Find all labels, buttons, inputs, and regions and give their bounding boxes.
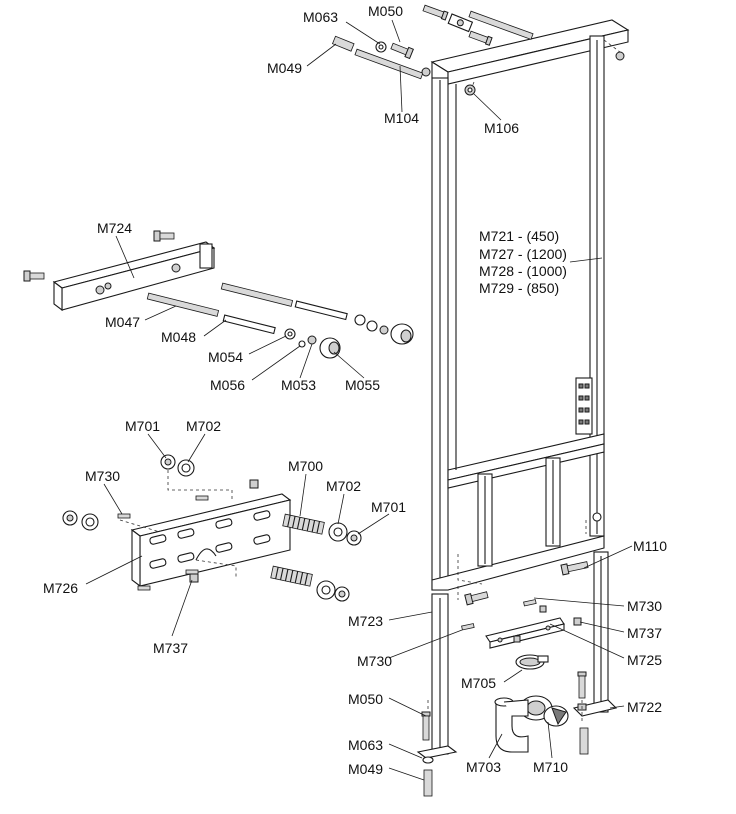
label-m106: M106: [484, 120, 519, 136]
label-frame-m728: M728 - (1000): [479, 263, 567, 279]
label-m730-c: M730: [357, 653, 392, 669]
label-m047: M047: [105, 314, 140, 330]
label-m104: M104: [384, 110, 419, 126]
label-m049-top: M049: [267, 60, 302, 76]
label-m702-b: M702: [326, 478, 361, 494]
bracket-assembly: [62, 454, 362, 602]
label-m737-b: M737: [627, 625, 662, 641]
label-m701-a: M701: [125, 418, 160, 434]
feet-assembly: [416, 551, 618, 797]
label-m705: M705: [461, 675, 496, 691]
label-m726: M726: [43, 580, 78, 596]
label-m730-b: M730: [627, 598, 662, 614]
leader-lines: [85, 19, 633, 781]
label-m701-b: M701: [371, 499, 406, 515]
label-m063-top: M063: [303, 9, 338, 25]
label-m702-a: M702: [186, 418, 221, 434]
label-m050-top: M050: [368, 3, 403, 19]
label-m730-a: M730: [85, 468, 120, 484]
label-m054: M054: [208, 349, 243, 365]
part-labels: M063 M050 M049 M104 M106 M724 M047 M048 …: [43, 3, 667, 777]
label-m053: M053: [281, 377, 316, 393]
support-bar-assembly: [23, 230, 414, 359]
label-m710: M710: [533, 759, 568, 775]
label-m056: M056: [210, 377, 245, 393]
label-m725: M725: [627, 652, 662, 668]
label-m723: M723: [348, 613, 383, 629]
label-frame-m727: M727 - (1200): [479, 246, 567, 262]
label-m724: M724: [97, 220, 132, 236]
label-frame-m721: M721 - (450): [479, 228, 559, 244]
label-m110: M110: [633, 538, 667, 554]
label-m050-bottom: M050: [348, 691, 383, 707]
top-hardware: [331, 4, 534, 96]
label-m703: M703: [466, 759, 501, 775]
label-m700: M700: [288, 458, 323, 474]
label-m063-bottom: M063: [348, 737, 383, 753]
label-m722: M722: [627, 699, 662, 715]
main-frame: [430, 19, 630, 591]
label-m737-a: M737: [153, 640, 188, 656]
label-frame-m729: M729 - (850): [479, 280, 559, 296]
label-m048: M048: [161, 329, 196, 345]
label-m049-bottom: M049: [348, 761, 383, 777]
label-m055: M055: [345, 377, 380, 393]
